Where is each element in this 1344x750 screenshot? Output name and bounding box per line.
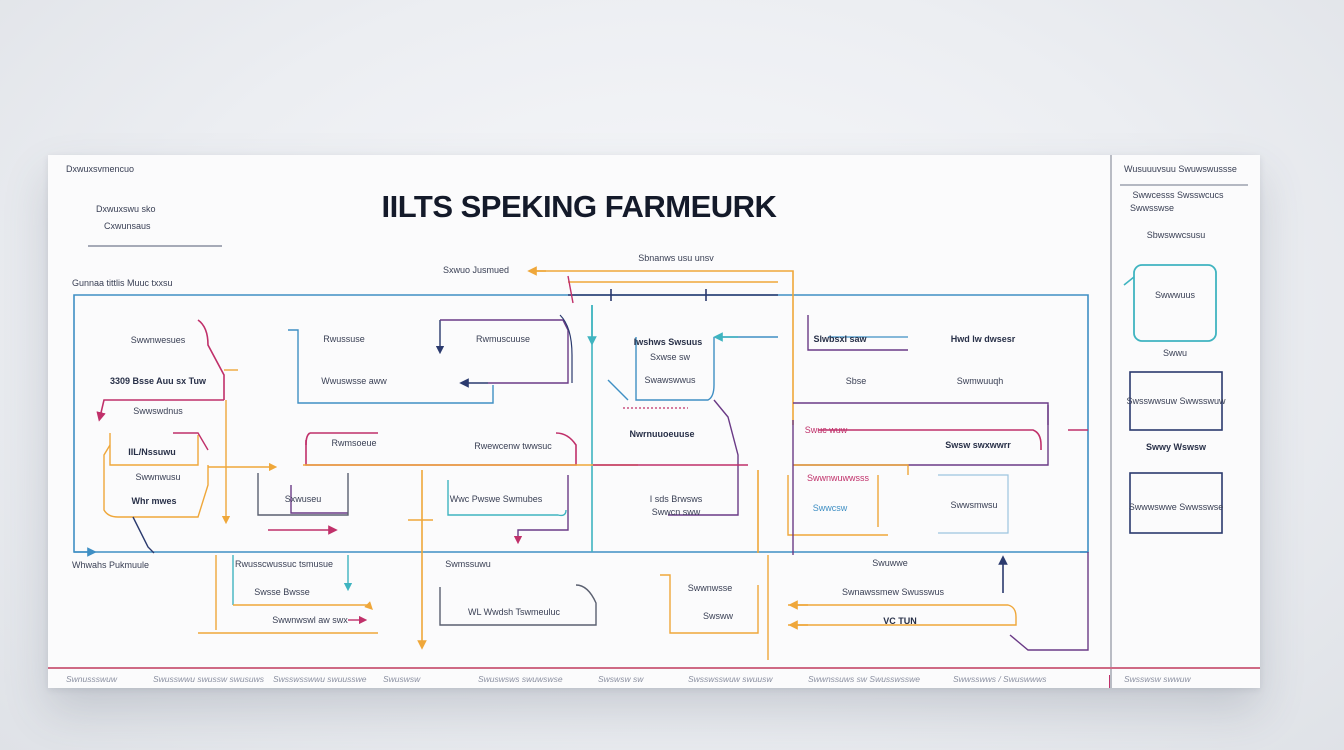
node-34: Swsww bbox=[702, 611, 734, 621]
footer-item-8: Swwnssuws sw Swusswsswe bbox=[808, 674, 920, 684]
node-5: Swwnwusu bbox=[135, 472, 181, 482]
footer-item-2: Swusswwu swussw swusuws bbox=[153, 674, 264, 684]
node-8: Wwuswsse aww bbox=[321, 376, 387, 386]
header-left-line-1: Dxwuxsvmencuo bbox=[66, 164, 135, 174]
node-23: Swuc wuw bbox=[804, 425, 848, 435]
node-18: Nwrnuuoeuuse bbox=[629, 429, 695, 439]
node-3: Swwswdnus bbox=[133, 406, 183, 416]
right-panel-box-c: Swwwswwe Swwsswse bbox=[1128, 502, 1224, 512]
node-20: Hwd lw dwsesr bbox=[950, 334, 1016, 344]
node-12: Rwewcenw twwsuc bbox=[474, 441, 552, 451]
node-7: Rwussuse bbox=[323, 334, 365, 344]
right-panel-box-a: Swwwuus bbox=[1154, 290, 1196, 300]
footer-strip: Swnussswuw Swusswwu swussw swusuws Swssw… bbox=[48, 667, 1260, 690]
connector-lines bbox=[73, 184, 1248, 688]
footer-item-7: Swsswsswuw swuusw bbox=[688, 674, 773, 684]
node-35: WL Wwdsh Tswmeuluc bbox=[467, 607, 561, 617]
node-13: Sxwuseu bbox=[284, 494, 322, 504]
node-31: VC TUN bbox=[883, 616, 917, 626]
right-panel-sub-c: Sbwswwcsusu bbox=[1146, 230, 1206, 240]
node-19: Slwbsxl saw bbox=[813, 334, 867, 344]
node-38: Swmssuwu bbox=[445, 559, 491, 569]
node-29: Swwsmwsu bbox=[950, 500, 998, 510]
right-panel-divider bbox=[1110, 155, 1112, 688]
node-21: Sbse bbox=[845, 376, 867, 386]
header-left-line-3: Cxwunsaus bbox=[104, 221, 151, 231]
node-26: Swwcn sww bbox=[651, 507, 701, 517]
right-panel-mid-b: Swwy Wswsw bbox=[1145, 442, 1207, 452]
header-left-line-2: Dxwuxswu sko bbox=[96, 204, 156, 214]
node-4: IIL/Nssuwu bbox=[128, 447, 176, 457]
diagram-board: IILTS SPEKING FARMEURK Dxwuxsvmencuo Dxw… bbox=[48, 155, 1260, 688]
footer-item-5: Swuswsws swuwswse bbox=[478, 674, 563, 684]
right-panel-heading: Wusuuuvsuu Swuwswussse bbox=[1124, 164, 1237, 174]
node-22: Swmwuuqh bbox=[956, 376, 1004, 386]
node-25: I sds Brwsws bbox=[649, 494, 703, 504]
node-37: Swwnwswl aw swx bbox=[272, 615, 348, 625]
section-label-top-center-b: Sbnanws usu unsv bbox=[638, 253, 714, 263]
node-27: Swwnwuwwsss bbox=[806, 473, 870, 483]
node-16: Sxwse sw bbox=[649, 352, 691, 362]
node-28: Swwcsw bbox=[812, 503, 848, 513]
node-6: Whr mwes bbox=[131, 496, 177, 506]
footer-item-1: Swnussswuw bbox=[66, 674, 118, 684]
node-11: Rwmsoeue bbox=[331, 438, 377, 448]
footer-item-10: Swsswsw swwuw bbox=[1124, 674, 1191, 684]
right-panel-box-b: Swsswwsuw Swwsswuw bbox=[1126, 396, 1226, 406]
right-panel-mid: Swwu bbox=[1162, 348, 1188, 358]
node-10: Rwusscwussuc tsmusue bbox=[234, 559, 334, 569]
node-2: 3309 Bsse Auu sx Tuw bbox=[109, 376, 207, 386]
node-36: Swsse Bwsse bbox=[254, 587, 310, 597]
node-17: Swawswwus bbox=[644, 375, 696, 385]
diagram-title: IILTS SPEKING FARMEURK bbox=[381, 189, 777, 224]
node-15: Iwshws Swsuus bbox=[633, 337, 703, 347]
node-24: Swsw swxwwrr bbox=[945, 440, 1011, 450]
footer-item-4: Swuswsw bbox=[383, 674, 421, 684]
section-label-bottom-left: Whwahs Pukmuule bbox=[72, 560, 150, 570]
footer-item-3: Swsswsswwu swuusswe bbox=[273, 674, 367, 684]
node-33: Swwnwsse bbox=[687, 583, 733, 593]
section-label-top-left: Gunnaa tittlis Muuc txxsu bbox=[72, 278, 173, 288]
footer-item-6: Swswsw sw bbox=[598, 674, 644, 684]
footer-item-9: Swwsswws / Swuswwws bbox=[953, 674, 1047, 684]
right-panel-sub-a: Swwcesss Swsswcucs bbox=[1132, 190, 1224, 200]
node-9: Rwmuscuuse bbox=[475, 334, 531, 344]
node-1: Swwnwesues bbox=[130, 335, 186, 345]
node-32: Swuwwe bbox=[872, 558, 908, 568]
section-label-top-center-a: Sxwuo Jusmued bbox=[442, 265, 510, 275]
node-14: Wwc Pwswe Swmubes bbox=[449, 494, 543, 504]
right-panel-sub-b: Swwsswse bbox=[1129, 203, 1175, 213]
node-30: Swnawssmew Swusswus bbox=[841, 587, 945, 597]
